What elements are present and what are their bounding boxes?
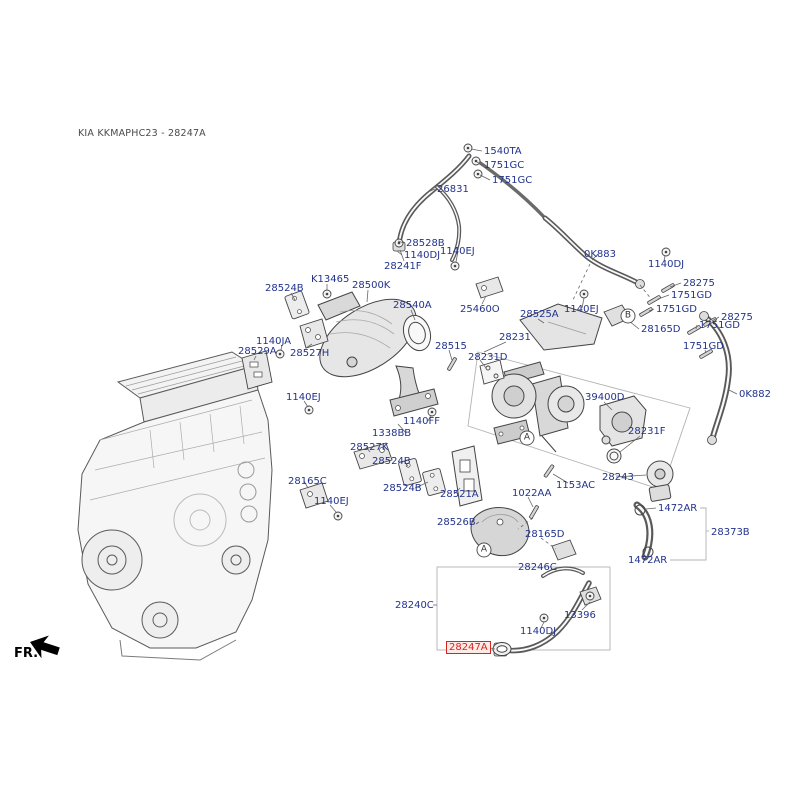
part-label-26831: 26831 xyxy=(437,184,469,195)
part-label-28243: 28243 xyxy=(602,472,634,483)
fr-arrow xyxy=(30,635,60,659)
part-label-1153ac: 1153AC xyxy=(556,480,596,491)
fr-direction-label: FR. xyxy=(14,646,39,661)
pipe-0k883 xyxy=(542,215,645,289)
part-label-1140ja: 1140JA xyxy=(256,336,292,347)
part-label-1140ej: 1140EJ xyxy=(564,304,599,315)
part-label-28240c: 28240C xyxy=(395,600,434,611)
pipe-28246c xyxy=(541,566,585,578)
part-label-28231d: 28231D xyxy=(468,352,508,363)
part-label-28231: 28231 xyxy=(499,332,531,343)
part-label-28165c: 28165C xyxy=(288,476,327,487)
part-label-28524b: 28524B xyxy=(383,483,422,494)
diagram-title: KIA KKMAPHC23 - 28247A xyxy=(78,128,206,139)
part-label-1140ej: 1140EJ xyxy=(314,496,349,507)
part-label-25460o: 25460O xyxy=(460,304,500,315)
part-label-1751gc: 1751GC xyxy=(492,175,533,186)
part-label-1140ej: 1140EJ xyxy=(286,392,321,403)
part-label-28500k: 28500K xyxy=(352,280,391,291)
part-label-1751gc: 1751GC xyxy=(484,160,525,171)
left-brackets xyxy=(241,276,504,509)
plate-28521a xyxy=(451,445,483,507)
part-label-1751gd: 1751GD xyxy=(671,290,712,301)
solenoid-28243 xyxy=(646,460,674,502)
part-label-28231f: 28231F xyxy=(628,426,666,437)
part-label-1140dj: 1140DJ xyxy=(404,250,441,261)
part-label-28275: 28275 xyxy=(683,278,715,289)
part-label-1140ej: 1140EJ xyxy=(440,246,475,257)
engine-illustration xyxy=(77,351,273,661)
part-label-1472ar: 1472AR xyxy=(658,503,698,514)
part-label-1140dj: 1140DJ xyxy=(648,259,685,270)
part-label-28521a: 28521A xyxy=(440,489,479,500)
part-label-1338bb: 1338BB xyxy=(372,428,412,439)
bracket-28165d-lower xyxy=(551,539,577,561)
catalytic-converter-28500k xyxy=(317,291,439,417)
pipe-0k882 xyxy=(699,311,732,445)
part-label-28275: 28275 xyxy=(721,312,753,323)
part-label-28247a: 28247A xyxy=(446,641,491,654)
part-label-0k883: 0K883 xyxy=(584,249,617,260)
gasket-28231d xyxy=(479,359,505,385)
part-label-28526b: 28526B xyxy=(437,517,476,528)
part-label-28528b: 28528B xyxy=(406,238,445,249)
turbocharger-28231 xyxy=(491,361,585,453)
part-label-39400d: 39400D xyxy=(585,392,625,403)
part-label-28527k: 28527K xyxy=(350,442,389,453)
part-label-28524b: 28524B xyxy=(372,456,411,467)
part-label-28527h: 28527H xyxy=(290,348,330,359)
part-label-k13465: K13465 xyxy=(311,274,350,285)
part-label-0k882: 0K882 xyxy=(739,389,772,400)
heat-shield-28525a xyxy=(519,303,603,351)
callout-a: A xyxy=(476,542,492,558)
part-label-28165d: 28165D xyxy=(641,324,681,335)
gasket-28247a xyxy=(492,642,512,656)
gasket-28540a xyxy=(402,314,432,352)
part-label-1751gd: 1751GD xyxy=(683,341,724,352)
part-label-1022aa: 1022AA xyxy=(512,488,552,499)
part-label-28525a: 28525A xyxy=(520,309,559,320)
part-label-1751gd: 1751GD xyxy=(699,320,740,331)
egr-valve-39400d xyxy=(599,395,647,447)
part-label-1751gd: 1751GD xyxy=(656,304,697,315)
part-label-28524b: 28524B xyxy=(265,283,304,294)
part-label-28241f: 28241F xyxy=(384,261,422,272)
part-label-1472ar: 1472AR xyxy=(628,555,668,566)
callout-a: A xyxy=(519,430,535,446)
part-label-28529a: 28529A xyxy=(238,346,277,357)
part-label-13396: 13396 xyxy=(564,610,596,621)
part-label-1140dj: 1140DJ xyxy=(520,626,557,637)
gasket-28231f xyxy=(606,448,622,464)
part-label-1140ff: 1140FF xyxy=(403,416,440,427)
part-label-28515: 28515 xyxy=(435,341,467,352)
callout-b: B xyxy=(620,308,636,324)
part-label-28540a: 28540A xyxy=(393,300,432,311)
leader-lines xyxy=(253,148,738,650)
part-label-28165d: 28165D xyxy=(525,529,565,540)
part-label-28373b: 28373B xyxy=(711,527,750,538)
pipe-28373b xyxy=(633,501,654,561)
part-label-28246c: 28246C xyxy=(518,562,557,573)
part-label-1540ta: 1540TA xyxy=(484,146,522,157)
